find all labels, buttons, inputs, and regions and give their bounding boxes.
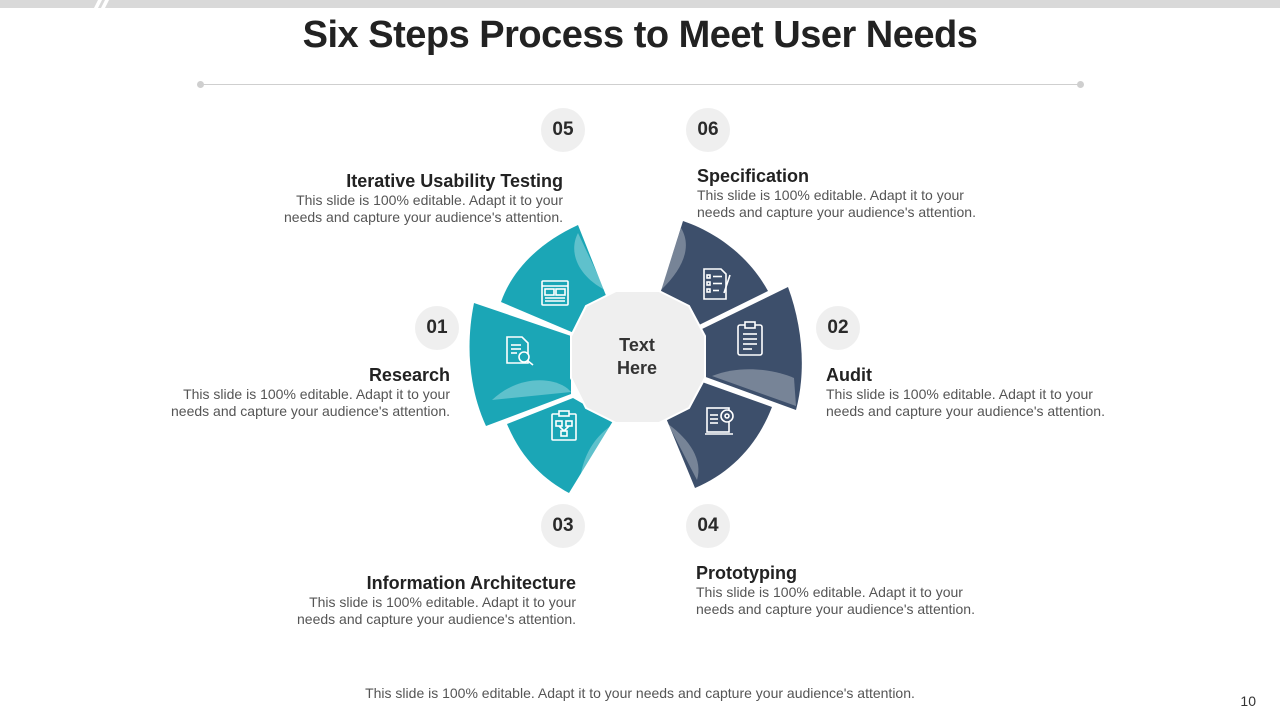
center-label: Text Here bbox=[587, 334, 687, 380]
step-02-number-badge: 02 bbox=[816, 306, 860, 350]
segment-04-highlight bbox=[668, 424, 699, 480]
step-05-desc-line1: This slide is 100% editable. Adapt it to… bbox=[296, 192, 563, 208]
step-04-title: Prototyping bbox=[696, 563, 797, 583]
segment-06 bbox=[660, 221, 768, 325]
flowchart-board-icon bbox=[551, 410, 577, 441]
title-divider bbox=[200, 84, 1080, 85]
step-01-title: Research bbox=[368, 365, 450, 385]
step-04-desc-line2: needs and capture your audience's attent… bbox=[696, 601, 975, 617]
slide-footer-note: This slide is 100% editable. Adapt it to… bbox=[365, 685, 915, 701]
gear-document-icon bbox=[705, 407, 734, 435]
segment-03-highlight bbox=[580, 425, 612, 480]
step-06-title: Specification bbox=[697, 166, 810, 186]
step-03-title: Information Architecture bbox=[366, 573, 576, 593]
step-05-title: Iterative Usability Testing bbox=[346, 171, 563, 191]
step-01-desc-line2: needs and capture your audience's attent… bbox=[171, 403, 450, 419]
step-05-text: Iterative Usability Testing This slide i… bbox=[263, 171, 563, 226]
page-number: 10 bbox=[1240, 693, 1256, 709]
step-04-number-badge: 04 bbox=[686, 504, 730, 548]
segment-01-highlight bbox=[492, 380, 571, 400]
step-04-desc-line1: This slide is 100% editable. Adapt it to… bbox=[696, 584, 963, 600]
step-05-number-badge: 05 bbox=[541, 108, 585, 152]
segment-02-highlight bbox=[712, 369, 796, 406]
step-06-desc-line2: needs and capture your audience's attent… bbox=[697, 204, 976, 220]
center-label-line2: Here bbox=[616, 358, 658, 378]
segment-03 bbox=[507, 398, 613, 493]
step-03-desc-line2: needs and capture your audience's attent… bbox=[297, 611, 576, 627]
step-04-text: Prototyping This slide is 100% editable.… bbox=[696, 563, 996, 618]
segment-05-highlight bbox=[574, 233, 605, 290]
step-01-desc-line1: This slide is 100% editable. Adapt it to… bbox=[183, 386, 450, 402]
step-02-text: Audit This slide is 100% editable. Adapt… bbox=[826, 365, 1126, 420]
checklist-icon bbox=[703, 268, 731, 300]
browser-window-icon bbox=[541, 280, 569, 306]
segment-01 bbox=[469, 303, 571, 426]
divider-dot-right bbox=[1077, 81, 1084, 88]
segment-06-highlight bbox=[661, 228, 686, 290]
divider-dot-left bbox=[197, 81, 204, 88]
step-02-desc-line1: This slide is 100% editable. Adapt it to… bbox=[826, 386, 1093, 402]
center-label-line1: Text bbox=[619, 335, 655, 355]
slide-title: Six Steps Process to Meet User Needs bbox=[302, 14, 978, 56]
step-06-text: Specification This slide is 100% editabl… bbox=[697, 166, 997, 221]
document-search-icon bbox=[506, 336, 534, 366]
step-02-title: Audit bbox=[826, 365, 872, 385]
step-05-desc-line2: needs and capture your audience's attent… bbox=[284, 209, 563, 225]
step-03-text: Information Architecture This slide is 1… bbox=[276, 573, 576, 628]
top-decor-bar bbox=[0, 0, 1280, 8]
top-bar-slash-decor bbox=[94, 0, 109, 8]
step-02-desc-line2: needs and capture your audience's attent… bbox=[826, 403, 1105, 419]
step-06-desc-line1: This slide is 100% editable. Adapt it to… bbox=[697, 187, 964, 203]
step-01-text: Research This slide is 100% editable. Ad… bbox=[150, 365, 450, 420]
step-03-number-badge: 03 bbox=[541, 504, 585, 548]
clipboard-icon bbox=[737, 321, 763, 356]
segment-04 bbox=[666, 382, 772, 488]
step-03-desc-line1: This slide is 100% editable. Adapt it to… bbox=[309, 594, 576, 610]
step-06-number-badge: 06 bbox=[686, 108, 730, 152]
center-hub bbox=[570, 290, 706, 424]
step-01-number-badge: 01 bbox=[415, 306, 459, 350]
segment-05 bbox=[501, 225, 607, 333]
